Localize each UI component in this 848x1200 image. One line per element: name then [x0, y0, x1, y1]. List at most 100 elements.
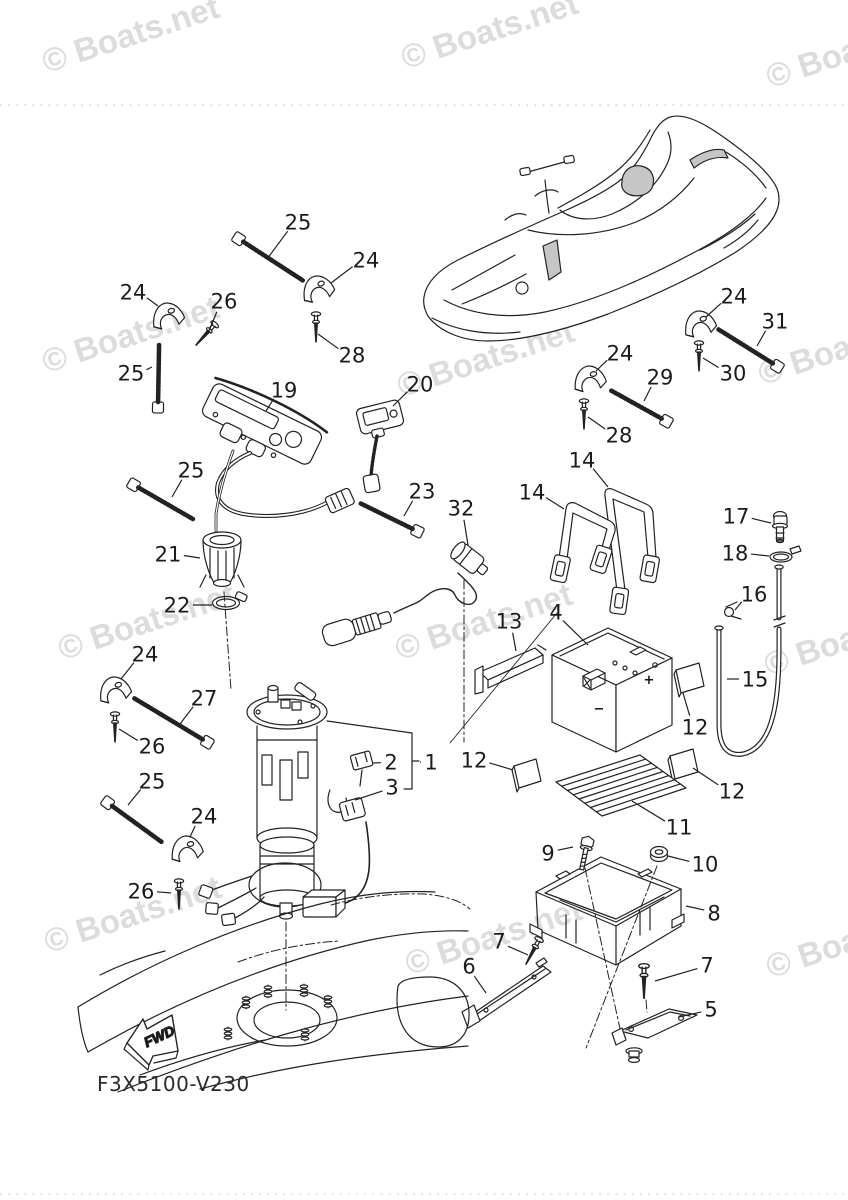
callout-leader-24 [120, 662, 135, 680]
grommet-funnel-21 [199, 531, 245, 588]
callout-11: 11 [666, 816, 693, 840]
part-code: F3X5100-V230 [97, 1072, 250, 1096]
battery-straps-14 [549, 488, 661, 616]
callout-5: 5 [704, 998, 717, 1022]
callout-leader-12 [692, 767, 719, 786]
callout-7: 7 [492, 930, 505, 954]
fwd-arrow: FWD [123, 1014, 179, 1071]
switch-20 [355, 399, 405, 494]
hull-section [77, 890, 471, 1093]
rivet-28 [310, 311, 322, 343]
clamp-22 [211, 591, 248, 611]
callout-leader-19 [265, 398, 275, 412]
callout-9: 9 [541, 842, 554, 866]
callout-26: 26 [211, 290, 238, 314]
shaded-engine-hatch [621, 165, 655, 197]
battery-mat-11 [555, 754, 687, 817]
battery-plus: + [644, 673, 655, 688]
hose-15 [714, 564, 786, 757]
callout-6: 6 [462, 955, 475, 979]
grommet-screw [625, 1047, 643, 1063]
callout-14: 14 [569, 449, 596, 473]
callout-28: 28 [606, 424, 633, 448]
bolt-9 [579, 835, 595, 871]
callout-21: 21 [155, 543, 182, 567]
callout-leader-12 [682, 692, 691, 716]
shaded-rear-pad [689, 148, 729, 169]
callout-leader-26 [156, 891, 172, 894]
callout-leader-5 [678, 1011, 702, 1018]
cable-boot [362, 473, 381, 494]
callout-24: 24 [120, 281, 147, 305]
callout-leader-24 [705, 302, 722, 318]
sensor-lead-plug [321, 611, 392, 647]
callout-14: 14 [519, 481, 546, 505]
callout-leader-25 [127, 789, 142, 806]
callout-1: 1 [424, 751, 437, 775]
cable-tie-25-lower [100, 795, 164, 845]
callout-12: 12 [719, 780, 746, 804]
fuel-filler-cap [515, 281, 529, 295]
hose-clamp-18 [769, 545, 802, 563]
cable-tie-29 [608, 388, 674, 429]
callout-25: 25 [139, 770, 166, 794]
screw-7-right [638, 962, 650, 999]
watermark: © Boats.net [37, 0, 223, 80]
callout-leader-27 [179, 706, 194, 725]
callout-28: 28 [339, 344, 366, 368]
cable-tie-31 [716, 327, 785, 374]
cable-tie-25-vertical [151, 342, 165, 414]
clamp-24 [570, 362, 608, 394]
callout-29: 29 [647, 366, 674, 390]
callout-16: 16 [741, 583, 768, 607]
callout-leader-29 [643, 386, 652, 402]
callout-leader-28 [317, 333, 339, 350]
callout-leader-31 [756, 330, 767, 347]
rivet-28 [578, 398, 590, 430]
clamp-24 [297, 270, 337, 305]
callout-24: 24 [353, 249, 380, 273]
callout-2: 2 [384, 751, 397, 775]
cable-tie-25-top [231, 231, 306, 283]
rivet-26 [109, 711, 121, 743]
callout-17: 17 [723, 505, 750, 529]
callout-24: 24 [191, 805, 218, 829]
bracket-6 [461, 957, 552, 1029]
pump-harness-connectors [198, 875, 265, 927]
callout-leader-23 [403, 500, 414, 517]
clamp-24 [95, 672, 134, 706]
callout-10: 10 [692, 853, 719, 877]
callout-leader-14 [545, 497, 565, 510]
callout-20: 20 [407, 373, 434, 397]
callout-leader-13 [512, 632, 517, 652]
callout-30: 30 [720, 362, 747, 386]
callout-leader-7 [654, 967, 698, 982]
callout-leader-24 [330, 266, 353, 284]
callout-leader-6 [473, 975, 487, 994]
callout-8: 8 [707, 902, 720, 926]
callout-leader-25 [171, 479, 183, 498]
callout-7: 7 [700, 954, 713, 978]
callout-18: 18 [722, 542, 749, 566]
callout-leader-24 [189, 825, 196, 838]
breather-fitting-17 [771, 510, 789, 544]
callout-leader-17 [751, 517, 772, 524]
callout-25: 25 [118, 362, 145, 386]
callout-25: 25 [285, 211, 312, 235]
callout-leader-4 [562, 620, 589, 646]
callout-leader-12 [489, 762, 514, 771]
watermark: © Boats.net [759, 591, 848, 683]
callout-25: 25 [178, 459, 205, 483]
fuse-holder-3 [327, 789, 371, 906]
handlebar [504, 154, 575, 221]
callout-leader-16 [734, 601, 743, 611]
callout-leader-24 [146, 297, 159, 307]
callout-31: 31 [762, 310, 789, 334]
callout-leader-24 [595, 359, 608, 372]
callout-26: 26 [139, 735, 166, 759]
callout-leader-8 [685, 905, 705, 911]
callout-leader-9 [557, 846, 574, 851]
callout-leader-26 [118, 728, 139, 742]
cable-tie-23 [357, 500, 425, 539]
